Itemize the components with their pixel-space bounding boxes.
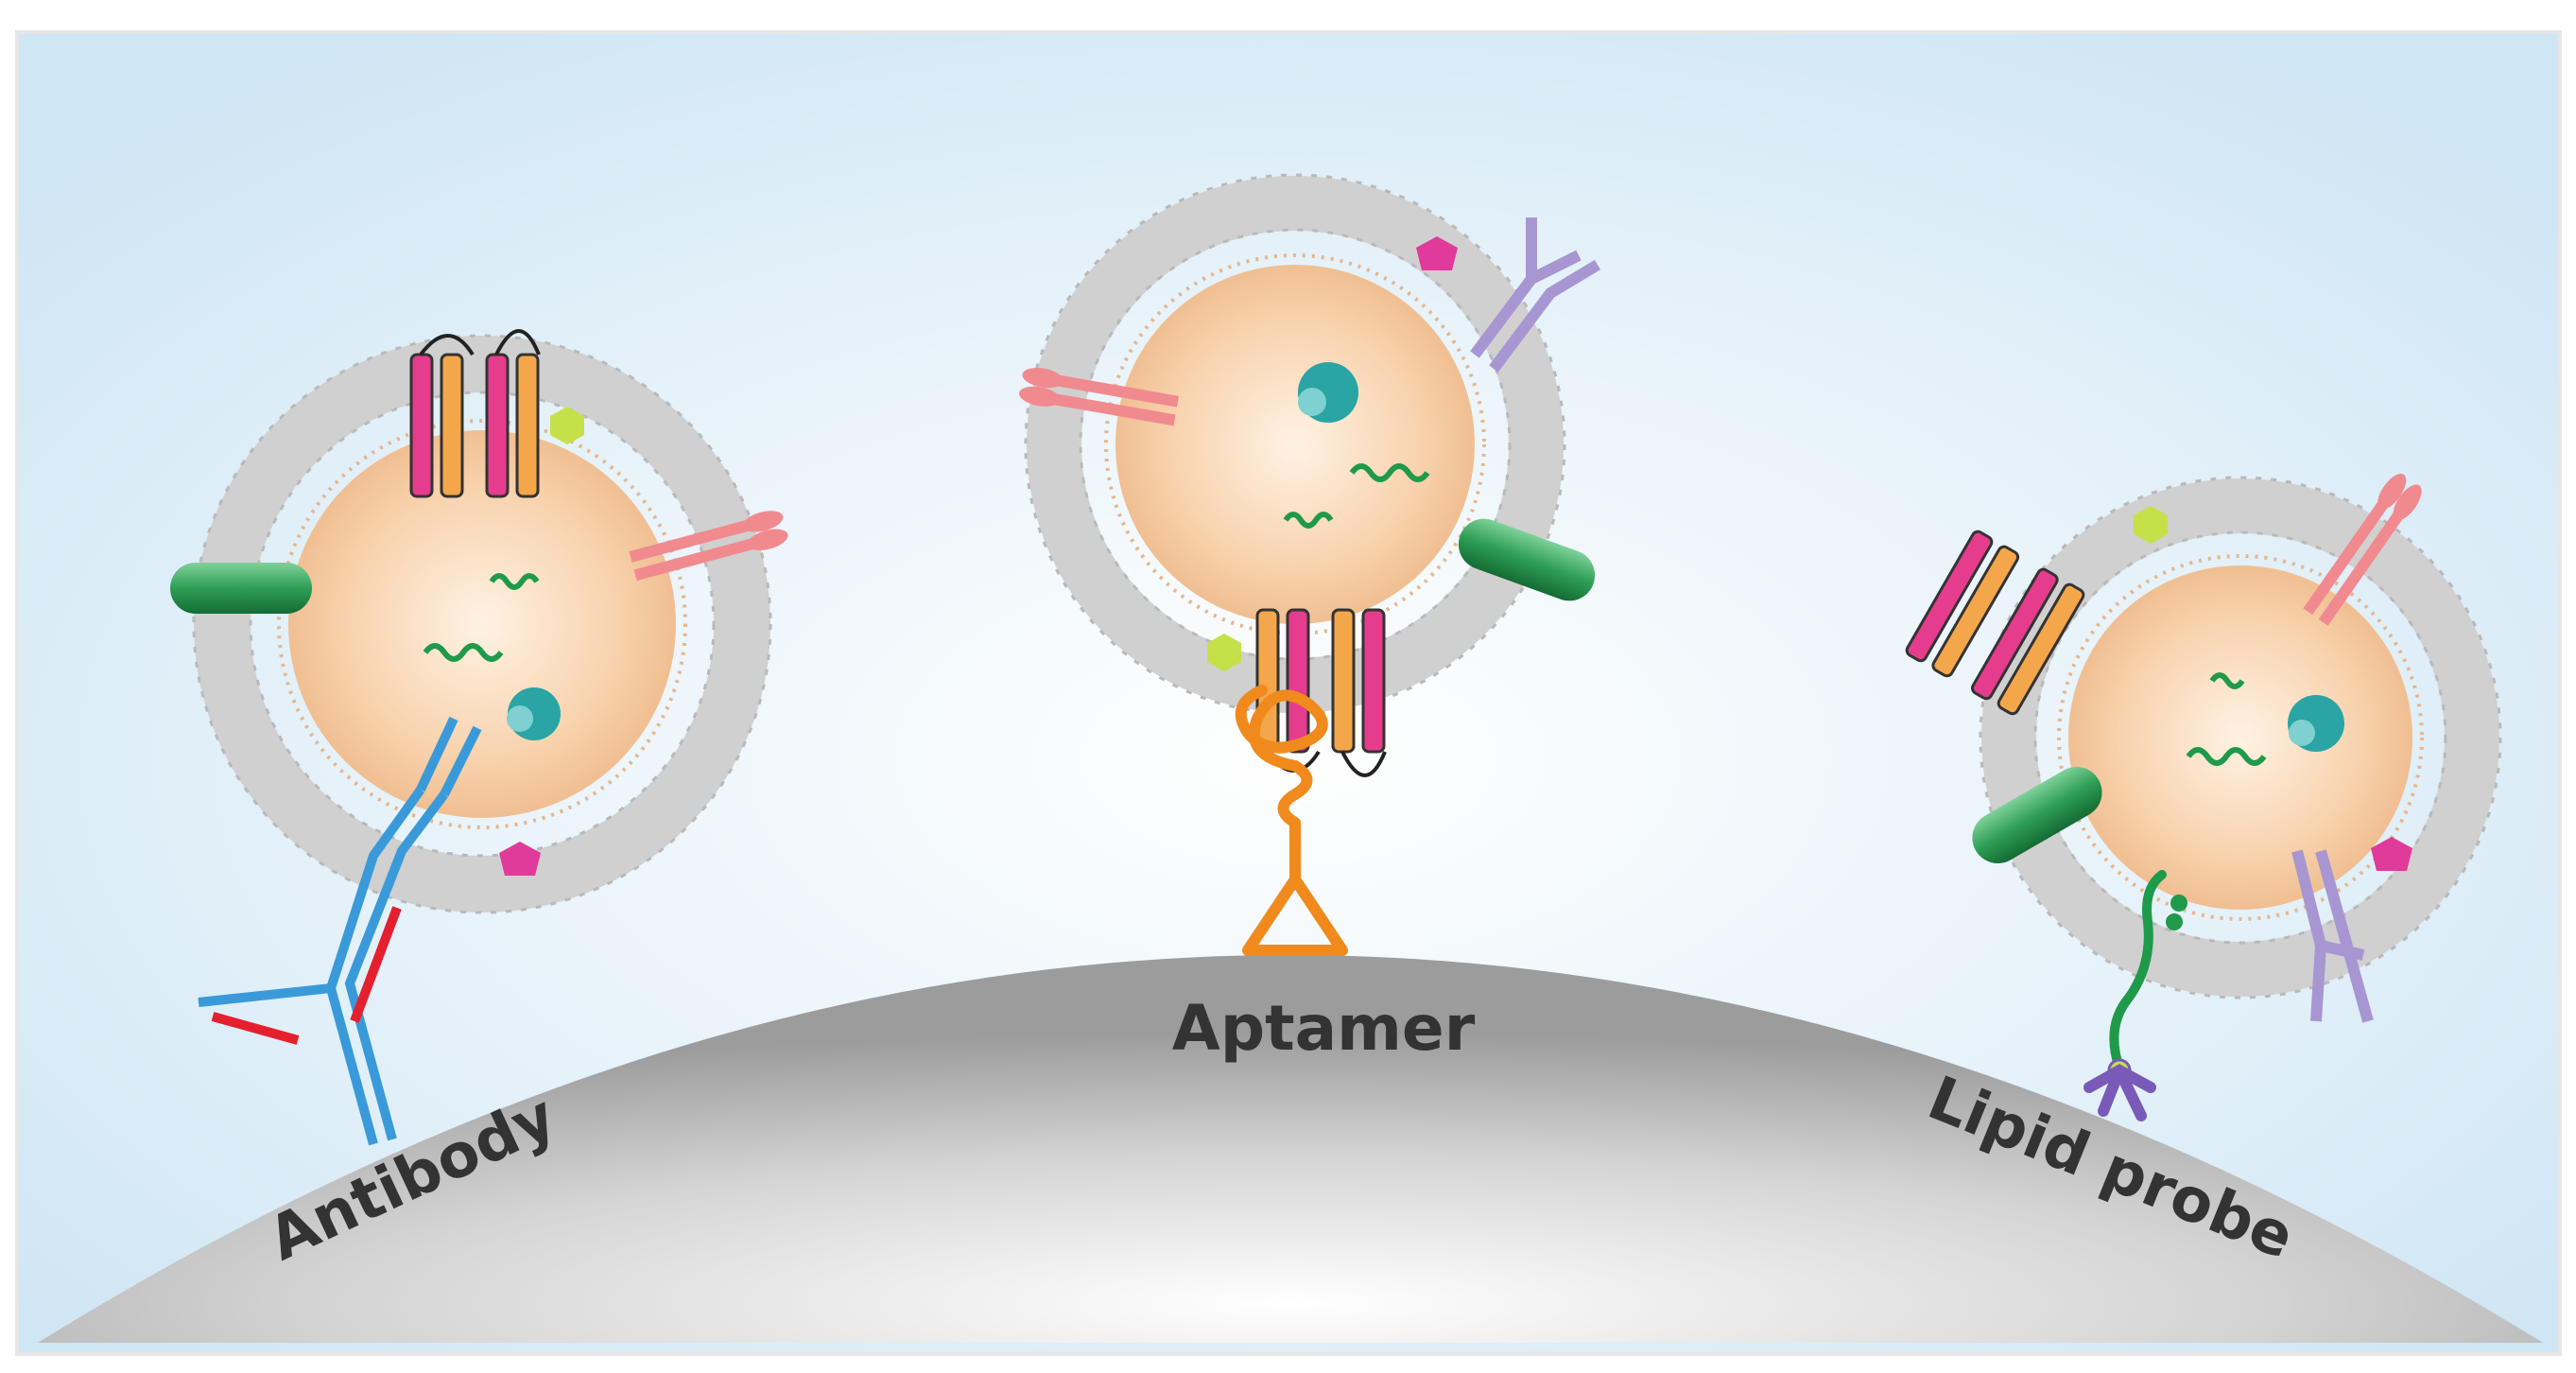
rna-cargo-icon xyxy=(2186,747,2267,766)
lipid-anchor-icon xyxy=(2083,870,2187,1121)
yellow-marker-icon xyxy=(2134,506,2168,544)
rna-cargo-icon xyxy=(1349,463,1430,482)
pink-receptor-icon xyxy=(1018,368,1180,426)
tetraspanin-icon xyxy=(409,329,541,498)
rna-cargo-icon xyxy=(1283,512,1334,529)
vesicle-center xyxy=(1018,173,1601,777)
magenta-marker-icon xyxy=(2371,837,2412,871)
folded-aptamer-icon xyxy=(1235,685,1348,956)
vesicle-left xyxy=(170,329,788,914)
membrane-ring xyxy=(194,336,770,912)
rna-cargo-icon xyxy=(489,573,540,590)
yellow-marker-icon xyxy=(550,407,584,444)
y-shaped-antibody-icon xyxy=(198,716,482,1146)
purple-receptor-icon xyxy=(1470,217,1601,373)
tetraspanin-icon xyxy=(1255,608,1387,777)
tetraspanin-icon xyxy=(1905,530,2085,716)
cell-surface xyxy=(38,955,2543,1343)
rna-cargo-icon xyxy=(423,643,504,662)
rna-cargo-icon xyxy=(2209,672,2245,689)
membrane-protein-icon xyxy=(1458,518,1596,601)
pink-receptor-icon xyxy=(2303,473,2422,626)
purple-receptor-icon xyxy=(2291,849,2374,1023)
magenta-marker-icon xyxy=(1416,236,1458,270)
pink-receptor-icon xyxy=(629,511,788,582)
vesicle-core xyxy=(2068,565,2412,910)
magenta-marker-icon xyxy=(499,842,541,876)
membrane-ring xyxy=(1981,478,2499,997)
vesicle-right xyxy=(1905,473,2502,1023)
membrane-protein-icon xyxy=(1972,767,2102,863)
yellow-marker-icon xyxy=(1207,634,1241,671)
vesicle-core xyxy=(288,430,676,818)
label-aptamer: Aptamer xyxy=(1172,992,1476,1065)
membrane-protein-icon xyxy=(170,563,312,614)
vesicle-core xyxy=(1115,265,1475,624)
